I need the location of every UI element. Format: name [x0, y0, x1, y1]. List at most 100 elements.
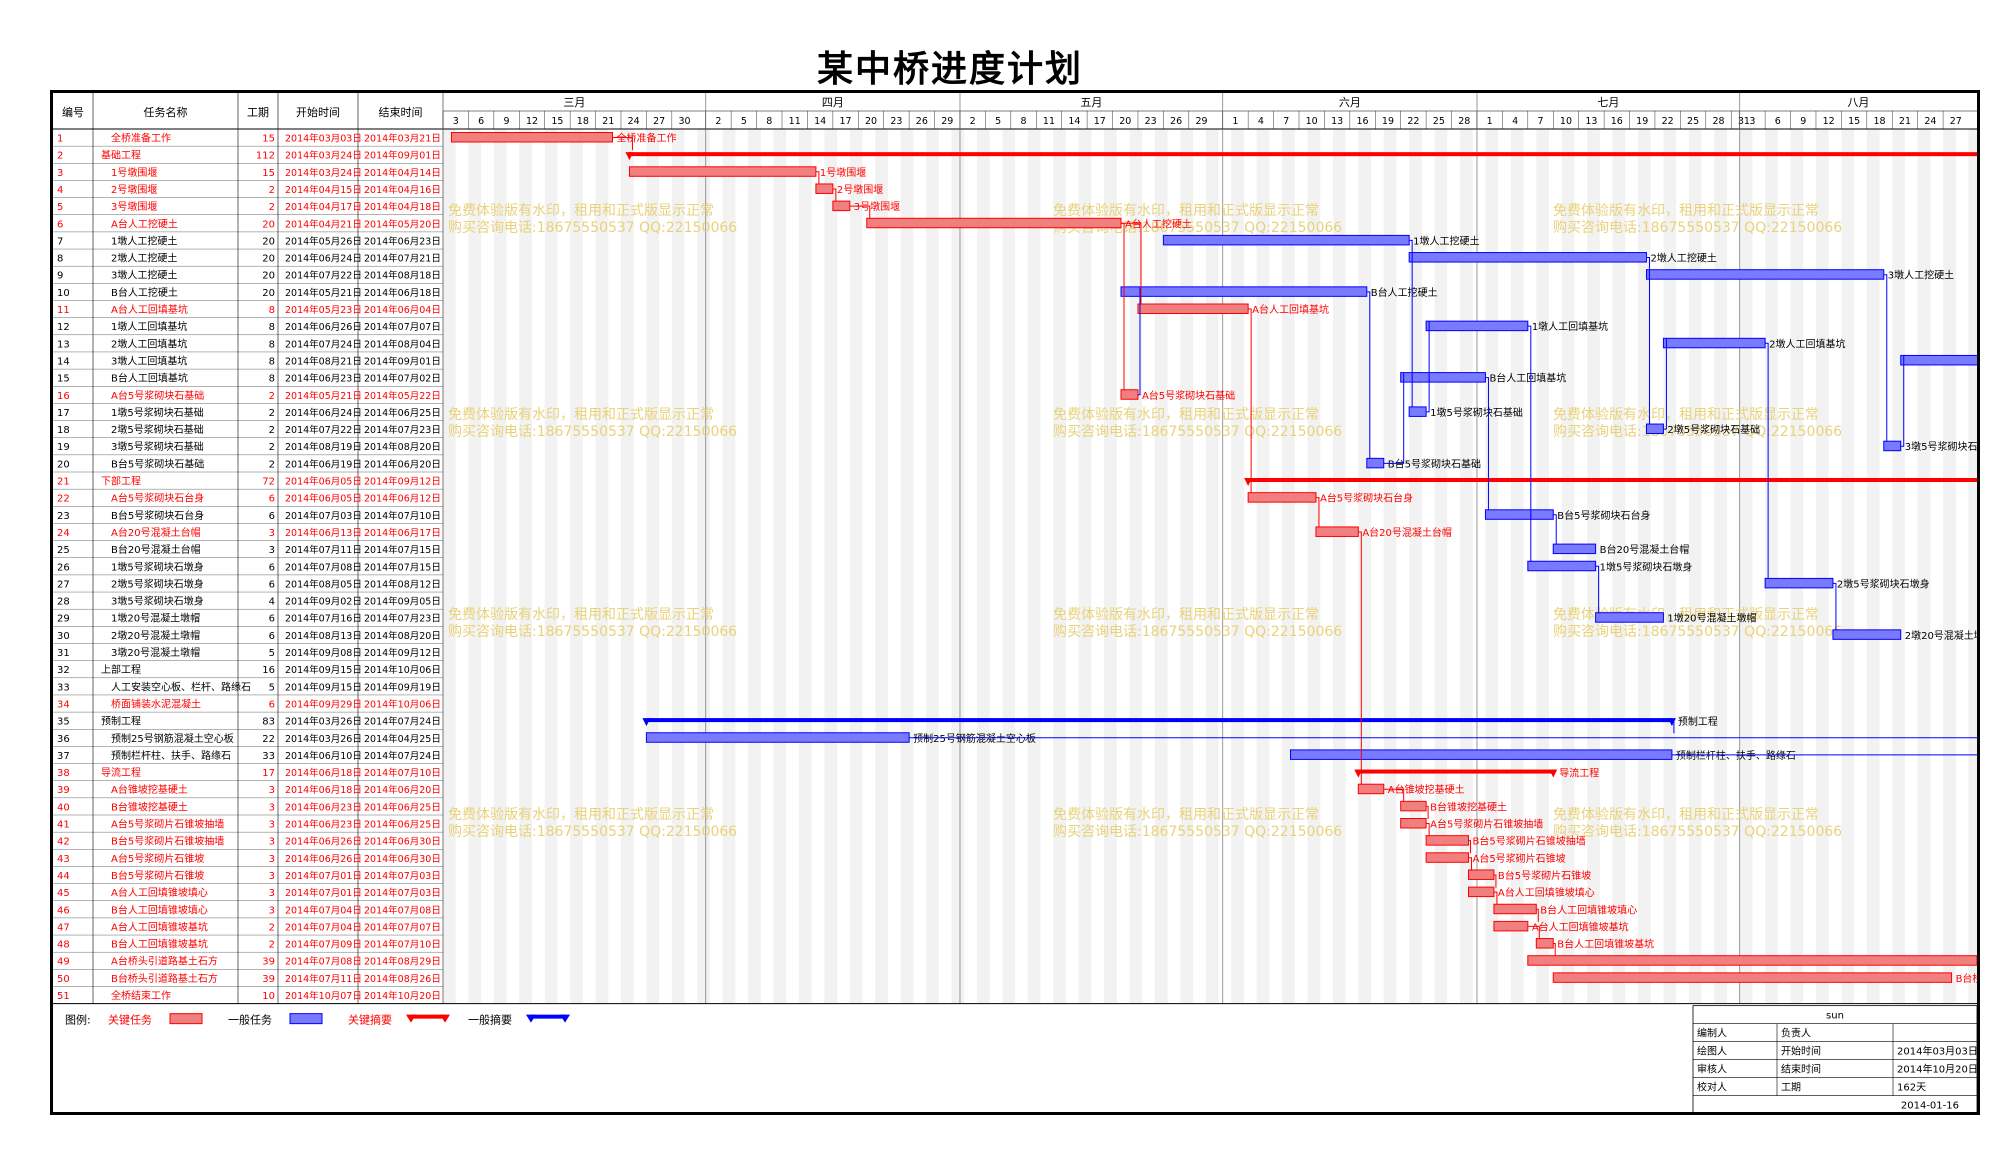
task-bar [832, 200, 851, 212]
cell-end: 2014年07月03日 [364, 887, 441, 899]
info-cell: 工期 [1781, 1082, 1801, 1094]
cell-days: 3 [269, 802, 275, 813]
cell-days: 6 [269, 579, 275, 590]
task-bar [1357, 783, 1385, 795]
bar-label: 1墩20号混凝土墩帽 [1667, 612, 1756, 625]
cell-id: 41 [57, 820, 70, 831]
day-label: 9 [1800, 116, 1806, 127]
cell-name: 1墩人工挖硬土 [111, 234, 177, 247]
cell-id: 36 [57, 734, 70, 745]
grid-stripe [1104, 129, 1117, 1004]
legend-swatch [526, 1014, 536, 1023]
day-label: 3 [1749, 116, 1755, 127]
cell-end: 2014年06月25日 [364, 407, 441, 419]
grid-stripe [468, 129, 482, 1004]
watermark-line: 免费体验版有水印，租用和正式版显示正常 [1053, 407, 1319, 423]
cell-start: 2014年06月13日 [285, 527, 362, 539]
dependency-link [1671, 754, 2015, 756]
cell-name: 3墩人工挖硬土 [111, 269, 177, 282]
cell-start: 2014年07月09日 [285, 939, 362, 951]
cell-start: 2014年07月04日 [285, 921, 362, 933]
summary-cap [1354, 769, 1363, 778]
info-cell: 2014年10月20日 [1897, 1063, 1977, 1076]
dependency-link [1595, 565, 1600, 614]
watermark-line: 购买咨询电话:18675550537 QQ:22150066 [1553, 624, 1842, 640]
task-bar [1764, 577, 1834, 589]
dependency-link [1409, 239, 1413, 408]
day-label: 24 [1924, 116, 1936, 127]
cell-start: 2014年06月24日 [285, 253, 362, 265]
cell-days: 20 [262, 236, 275, 247]
day-label: 5 [741, 116, 747, 127]
cell-days: 8 [269, 374, 275, 385]
dependency-link [1315, 497, 1320, 528]
day-label: 2 [715, 116, 721, 127]
cell-start: 2014年07月11日 [285, 544, 362, 556]
cell-id: 1 [57, 134, 63, 145]
task-bar [1595, 612, 1664, 623]
cell-days: 5 [269, 648, 275, 659]
task-bar [1408, 406, 1427, 417]
cell-name: 2号墩围堰 [111, 183, 157, 196]
cell-start: 2014年07月08日 [285, 956, 362, 968]
watermark-line: 购买咨询电话:18675550537 QQ:22150066 [1053, 624, 1342, 640]
summary-cap [1549, 769, 1558, 778]
legend-swatch [169, 1013, 203, 1025]
task-bar [1645, 269, 1885, 280]
cell-id: 37 [57, 751, 70, 762]
legend-item-label: 关键任务 [108, 1013, 152, 1027]
cell-end: 2014年08月20日 [364, 630, 441, 642]
cell-start: 2014年06月23日 [285, 373, 362, 385]
task-bar [1493, 903, 1537, 915]
cell-days: 17 [262, 768, 275, 779]
column-header: 工期 [247, 106, 269, 119]
bar-label: A台5号浆砌片石锥坡 [1472, 852, 1565, 865]
cell-days: 15 [262, 134, 275, 145]
summary-cap [1244, 478, 1253, 486]
info-cell: 结束时间 [1781, 1063, 1821, 1076]
grid-stripe [595, 129, 609, 1004]
grid-stripe [1637, 129, 1651, 1004]
cell-name: B台5号浆砌片石锥坡 [111, 869, 204, 882]
cell-id: 11 [57, 305, 70, 316]
day-label: 11 [1043, 116, 1055, 127]
cell-start: 2014年04月17日 [285, 201, 362, 213]
cell-days: 39 [262, 974, 275, 985]
day-label: 12 [1823, 116, 1835, 127]
cell-name: 预制25号钢筋混凝土空心板 [111, 732, 234, 745]
cell-days: 16 [262, 665, 275, 676]
cell-start: 2014年06月26日 [285, 836, 362, 848]
grid-stripe [1510, 129, 1524, 1004]
cell-start: 2014年03月24日 [285, 150, 362, 162]
day-label: 26 [1170, 116, 1182, 127]
grid-stripe [1129, 129, 1143, 1004]
cell-name: 1墩20号混凝土墩帽 [111, 612, 200, 625]
task-bar [866, 217, 1122, 229]
cell-days: 3 [269, 820, 275, 831]
task-bar [1120, 389, 1139, 400]
grid-stripe [824, 129, 838, 1004]
cell-end: 2014年07月10日 [364, 510, 441, 522]
grid-stripe [951, 129, 965, 1004]
cell-days: 2 [269, 185, 275, 196]
cell-end: 2014年06月18日 [364, 287, 441, 299]
cell-start: 2014年06月26日 [285, 321, 362, 333]
cell-end: 2014年09月19日 [364, 681, 441, 693]
grid-stripe [1205, 129, 1219, 1004]
dependency-link [1527, 925, 1540, 940]
dependency-link [1468, 857, 1472, 871]
cell-start: 2014年06月18日 [285, 767, 362, 779]
bar-label: B台5号浆砌块石台身 [1557, 509, 1650, 522]
task-bar [1527, 560, 1597, 572]
grid-stripe [1358, 129, 1372, 1004]
cell-id: 38 [57, 768, 70, 779]
cell-name: A台5号浆砌块石基础 [111, 389, 204, 402]
cell-days: 20 [262, 219, 275, 230]
cell-end: 2014年07月24日 [364, 750, 441, 762]
cell-days: 22 [262, 734, 275, 745]
cell-name: B台5号浆砌片石锥坡抽墙 [111, 835, 224, 848]
day-label: 24 [628, 116, 640, 127]
day-label: 27 [1950, 116, 1962, 127]
day-label: 20 [1119, 116, 1131, 127]
